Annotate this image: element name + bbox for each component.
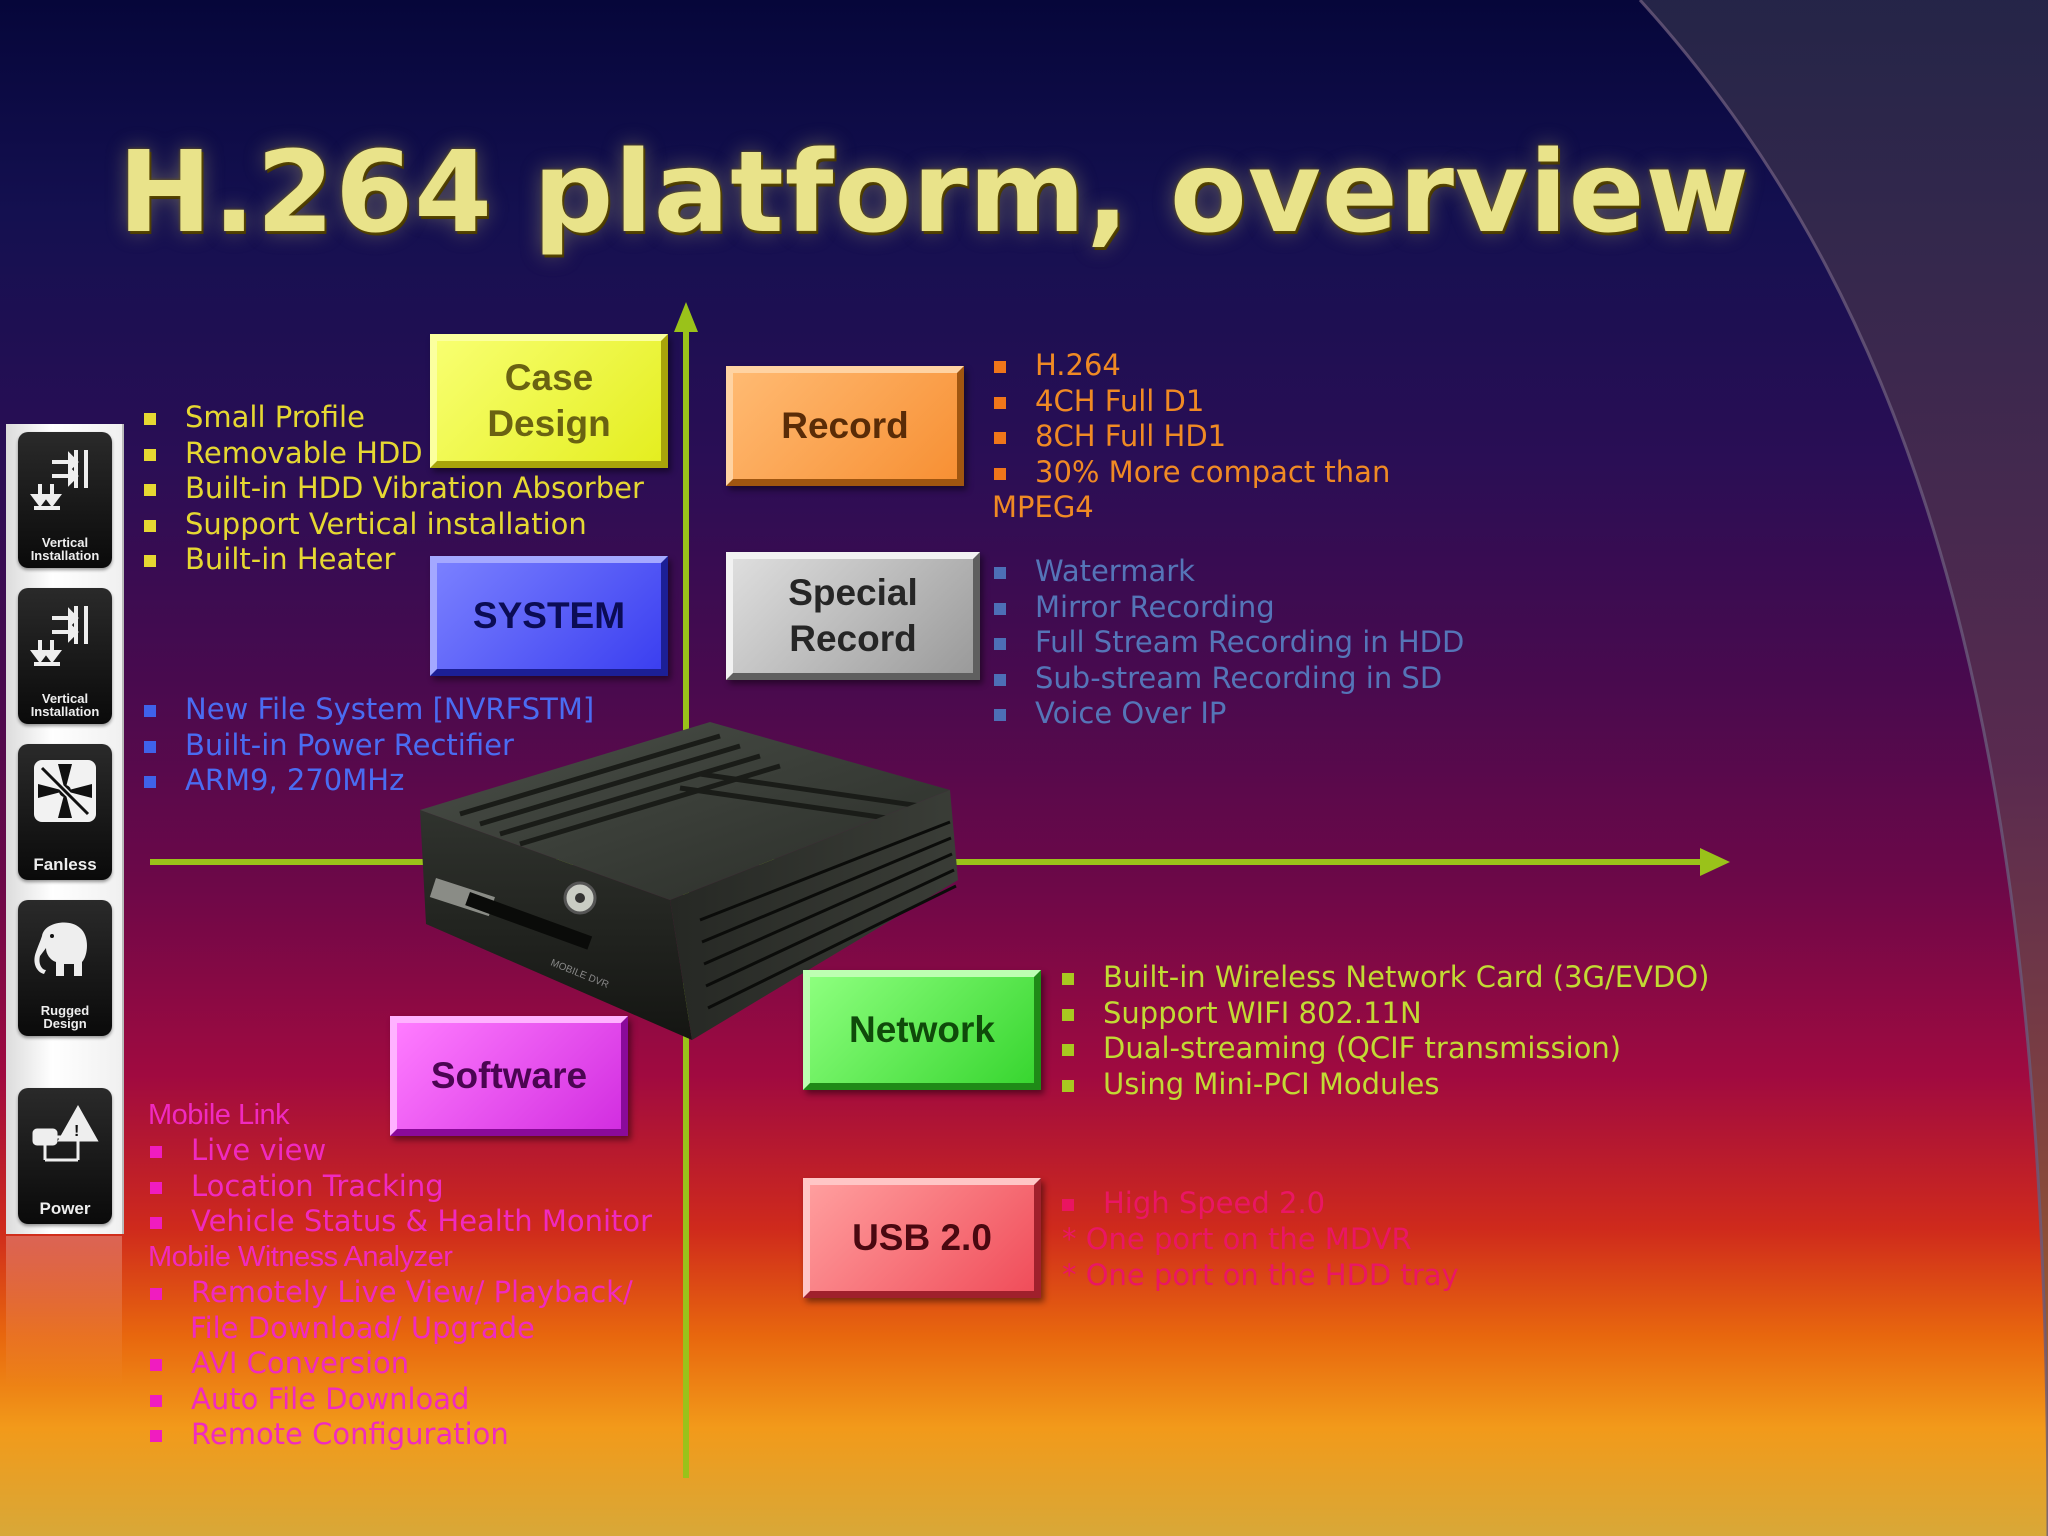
- list-item: High Speed 2.0: [1060, 1186, 1325, 1222]
- analyzer-list-continuation: File Download/ Upgrade: [190, 1311, 535, 1345]
- power-icon: ! Power: [18, 1088, 112, 1224]
- list-item: Built-in HDD Vibration Absorber: [142, 471, 644, 507]
- system-list: New File System [NVRFSTM] Built-in Power…: [142, 692, 594, 799]
- list-item: Remotely Live View/ Playback/: [148, 1275, 633, 1311]
- list-item: Mirror Recording: [992, 590, 1464, 626]
- list-item: Location Tracking: [148, 1169, 652, 1205]
- network-label: Network: [849, 1009, 995, 1050]
- case-design-label-line-1: Case: [504, 357, 594, 398]
- list-item: 30% More compact than: [992, 455, 1390, 491]
- software-label: Software: [430, 1055, 588, 1096]
- mobile-link-heading: Mobile Link: [148, 1099, 290, 1131]
- record-box: Record: [726, 366, 964, 486]
- list-item: Support WIFI 802.11N: [1060, 996, 1709, 1032]
- list-item: Using Mini-PCI Modules: [1060, 1067, 1709, 1103]
- list-item: Live view: [148, 1133, 652, 1169]
- list-item: New File System [NVRFSTM]: [142, 692, 594, 728]
- list-item: Removable HDD: [142, 436, 644, 472]
- usb-note: * One port on the MDVR: [1062, 1222, 1412, 1256]
- list-item: Vehicle Status & Health Monitor: [148, 1204, 652, 1240]
- list-item: AVI Conversion: [148, 1346, 509, 1382]
- list-item: Watermark: [992, 554, 1464, 590]
- list-item: ARM9, 270MHz: [142, 763, 594, 799]
- list-item: Voice Over IP: [992, 696, 1464, 732]
- software-box: Software: [390, 1016, 628, 1136]
- special-record-list: Watermark Mirror Recording Full Stream R…: [992, 554, 1464, 732]
- analyzer-list-more: AVI Conversion Auto File Download Remote…: [148, 1346, 509, 1453]
- record-label: Record: [781, 405, 909, 446]
- usb-box: USB 2.0: [803, 1178, 1041, 1298]
- list-item: Built-in Power Rectifier: [142, 728, 594, 764]
- icon-strip-reflection: [6, 1236, 122, 1386]
- case-design-list: Small Profile Removable HDD Built-in HDD…: [142, 400, 644, 578]
- network-box: Network: [803, 970, 1041, 1090]
- list-item: Support Vertical installation: [142, 507, 644, 543]
- list-item: Built-in Heater: [142, 542, 644, 578]
- list-item: Sub-stream Recording in SD: [992, 661, 1464, 697]
- list-item: Small Profile: [142, 400, 644, 436]
- usb-label: USB 2.0: [852, 1217, 992, 1258]
- list-item: Auto File Download: [148, 1382, 509, 1418]
- case-design-label-line-2: Design: [487, 403, 611, 444]
- dvr-device-image: MOBILE DVR: [420, 722, 958, 1040]
- analyzer-list: Remotely Live View/ Playback/: [148, 1275, 633, 1311]
- special-record-label-line-1: Special: [788, 572, 918, 613]
- list-item: Full Stream Recording in HDD: [992, 625, 1464, 661]
- page-title: H.264 platform, overview: [118, 128, 1750, 258]
- network-list: Built-in Wireless Network Card (3G/EVDO)…: [1060, 960, 1709, 1102]
- fanless-icon: Fanless: [18, 744, 112, 880]
- mobile-link-list: Live view Location Tracking Vehicle Stat…: [148, 1133, 652, 1240]
- list-item: 4CH Full D1: [992, 384, 1390, 420]
- list-item: 8CH Full HD1: [992, 419, 1390, 455]
- system-label: SYSTEM: [472, 595, 626, 636]
- record-list: H.264 4CH Full D1 8CH Full HD1 30% More …: [992, 348, 1390, 490]
- system-box: SYSTEM: [430, 556, 668, 676]
- list-item: Dual-streaming (QCIF transmission): [1060, 1031, 1709, 1067]
- vertical-axis-arrow: [674, 302, 698, 332]
- list-item: H.264: [992, 348, 1390, 384]
- analyzer-heading: Mobile Witness Analyzer: [148, 1241, 453, 1273]
- horizontal-axis-arrow: [1700, 848, 1730, 876]
- usb-note: * One port on the HDD tray: [1062, 1258, 1459, 1292]
- list-item: Built-in Wireless Network Card (3G/EVDO): [1060, 960, 1709, 996]
- record-list-continuation: MPEG4: [992, 490, 1094, 524]
- special-record-label-line-2: Record: [789, 618, 917, 659]
- list-item: Remote Configuration: [148, 1417, 509, 1453]
- svg-text:!: !: [74, 1123, 79, 1140]
- usb-list: High Speed 2.0: [1060, 1186, 1325, 1222]
